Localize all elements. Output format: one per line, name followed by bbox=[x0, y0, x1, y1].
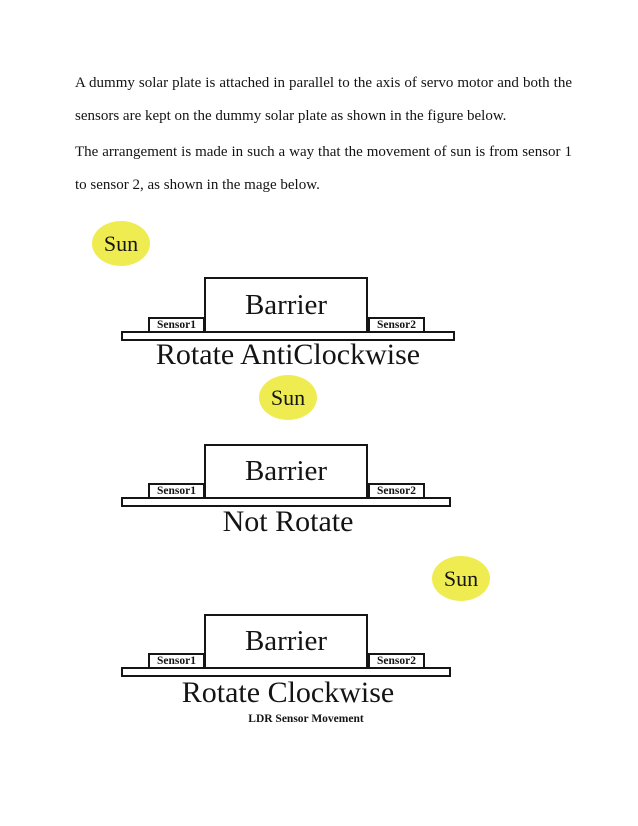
sensor2-label: Sensor2 bbox=[377, 655, 416, 667]
sun-shape: Sun bbox=[432, 556, 490, 601]
text-line: A dummy solar plate is attached in paral… bbox=[75, 75, 572, 91]
sensor1-label: Sensor1 bbox=[157, 319, 196, 331]
text-line: to sensor 2, as shown in the mage below. bbox=[75, 177, 320, 193]
sensor2-box: Sensor2 bbox=[368, 653, 425, 669]
text-line: The arrangement is made in such a way th… bbox=[75, 144, 572, 160]
sun-label: Sun bbox=[443, 565, 479, 591]
barrier-label: Barrier bbox=[244, 288, 328, 321]
sensor1-label: Sensor1 bbox=[157, 485, 196, 497]
text-line: sensors are kept on the dummy solar plat… bbox=[75, 108, 507, 124]
sun-shape: Sun bbox=[92, 221, 150, 266]
sensor1-box: Sensor1 bbox=[148, 317, 205, 333]
figure-caption: LDR Sensor Movement bbox=[248, 713, 364, 725]
sensor2-box: Sensor2 bbox=[368, 483, 425, 499]
sun-label: Sun bbox=[270, 384, 306, 410]
sensor2-box: Sensor2 bbox=[368, 317, 425, 333]
sun-label: Sun bbox=[103, 230, 139, 256]
paragraph: A dummy solar plate is attached in paral… bbox=[75, 67, 572, 133]
sensor1-box: Sensor1 bbox=[148, 653, 205, 669]
barrier-box: Barrier bbox=[204, 277, 368, 333]
body-text: A dummy solar plate is attached in paral… bbox=[75, 67, 572, 205]
barrier-label: Barrier bbox=[244, 455, 328, 487]
paragraph: The arrangement is made in such a way th… bbox=[75, 136, 572, 202]
sensor1-label: Sensor1 bbox=[157, 655, 196, 667]
barrier-label: Barrier bbox=[244, 625, 328, 657]
barrier-box: Barrier bbox=[204, 614, 368, 669]
rotation-label: Rotate AntiClockwise bbox=[155, 338, 421, 371]
sensor2-label: Sensor2 bbox=[377, 485, 416, 497]
sensor2-label: Sensor2 bbox=[377, 319, 416, 331]
sensor1-box: Sensor1 bbox=[148, 483, 205, 499]
rotation-label: Not Rotate bbox=[222, 505, 354, 538]
sun-shape: Sun bbox=[259, 375, 317, 420]
barrier-box: Barrier bbox=[204, 444, 368, 499]
rotation-label: Rotate Clockwise bbox=[181, 676, 395, 709]
